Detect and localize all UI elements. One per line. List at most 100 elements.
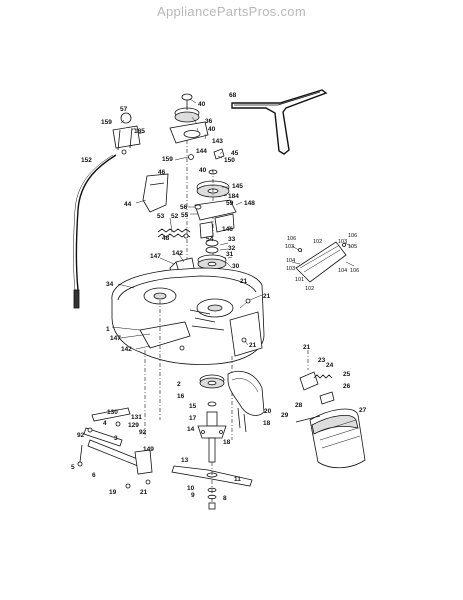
callout-103: 103 — [286, 266, 295, 272]
callout-104: 104 — [286, 258, 295, 264]
pulley-145-drawing — [196, 169, 230, 330]
belt-68-drawing — [231, 89, 328, 155]
callout-103: 103 — [338, 239, 347, 245]
callout-5: 5 — [71, 464, 75, 471]
spring-48-drawing — [157, 228, 191, 239]
callout-26: 26 — [343, 383, 351, 390]
callout-184: 184 — [228, 193, 239, 200]
callout-142: 142 — [172, 250, 183, 257]
callout-28: 28 — [295, 402, 303, 409]
callout-17: 17 — [189, 415, 197, 422]
callout-24: 24 — [326, 362, 334, 369]
callout-8: 8 — [223, 495, 227, 502]
callout-19: 19 — [109, 489, 117, 496]
mower-deck-drawing — [111, 267, 265, 440]
callout-130: 130 — [107, 409, 118, 416]
callout-104: 104 — [338, 268, 347, 274]
callout-105: 105 — [348, 244, 357, 250]
callout-9: 9 — [191, 492, 195, 499]
callout-10: 10 — [187, 485, 195, 492]
callout-2: 2 — [177, 381, 181, 388]
callout-29: 29 — [281, 412, 289, 419]
callout-16: 16 — [177, 393, 185, 400]
bracket-44-46-drawing — [142, 173, 169, 213]
callout-45: 45 — [231, 150, 239, 157]
callout-20: 20 — [264, 408, 272, 415]
callout-148: 148 — [244, 200, 255, 207]
callout-23: 23 — [318, 357, 326, 364]
callout-56: 56 — [180, 204, 188, 211]
callout-30: 30 — [232, 263, 240, 270]
callout-21: 21 — [263, 293, 271, 300]
discharge-chute-drawing — [295, 350, 366, 469]
callout-131: 131 — [131, 414, 142, 421]
callout-18: 18 — [223, 439, 231, 446]
callout-25: 25 — [343, 371, 351, 378]
callout-59: 59 — [226, 200, 234, 207]
callout-142: 142 — [121, 346, 132, 353]
callout-68: 68 — [229, 92, 237, 99]
callout-11: 11 — [234, 476, 241, 483]
callout-31: 31 — [226, 251, 234, 258]
callout-labels: 68 40 57 36 159 40 185 143 144 45 150 15… — [71, 92, 367, 502]
blade-drawing — [171, 462, 253, 510]
callout-40: 40 — [199, 167, 207, 174]
mulch-plate-drawing — [291, 241, 355, 283]
callout-40: 40 — [208, 126, 216, 133]
callout-102: 102 — [313, 239, 322, 245]
callout-4: 4 — [103, 420, 107, 427]
blade-spindle-drawing — [197, 374, 247, 463]
callout-55: 55 — [181, 212, 189, 219]
callout-18: 18 — [263, 420, 271, 427]
callout-159: 159 — [101, 119, 112, 126]
callout-144: 144 — [196, 148, 207, 155]
callout-48: 48 — [162, 235, 170, 242]
callout-106: 106 — [348, 233, 357, 239]
callout-14: 14 — [187, 426, 195, 433]
callout-36: 36 — [205, 118, 213, 125]
callout-149: 149 — [143, 446, 154, 453]
callout-185: 185 — [134, 128, 145, 135]
callout-129: 129 — [128, 422, 139, 429]
callout-40: 40 — [198, 101, 206, 108]
callout-147: 147 — [150, 253, 161, 260]
callout-102: 102 — [305, 286, 314, 292]
callout-101: 101 — [295, 277, 304, 283]
callout-27: 27 — [359, 407, 367, 414]
callout-54: 54 — [206, 236, 214, 243]
callout-147: 147 — [110, 335, 121, 342]
lift-lever-drawing — [112, 112, 141, 155]
callout-13: 13 — [181, 457, 189, 464]
callout-52: 52 — [171, 213, 179, 220]
watermark: AppliancePartsPros.com — [157, 4, 306, 19]
idler-assembly-drawing — [169, 93, 209, 260]
callout-32: 32 — [228, 245, 236, 252]
leader-lines — [111, 98, 263, 350]
callout-150: 150 — [224, 157, 235, 164]
callout-21: 21 — [249, 342, 257, 349]
callout-146: 146 — [222, 226, 233, 233]
callout-152: 152 — [81, 157, 92, 164]
callout-143: 143 — [212, 138, 223, 145]
callout-57: 57 — [120, 106, 128, 113]
callout-106: 106 — [287, 236, 296, 242]
callout-92: 92 — [139, 429, 147, 436]
callout-34: 34 — [106, 281, 114, 288]
front-hanger-drawing — [77, 407, 153, 489]
callout-44: 44 — [124, 201, 132, 208]
callout-3: 3 — [114, 435, 118, 442]
callout-21: 21 — [140, 489, 148, 496]
callout-46: 46 — [158, 169, 166, 176]
callout-15: 15 — [189, 403, 197, 410]
callout-103: 103 — [285, 244, 294, 250]
callout-106: 106 — [350, 268, 359, 274]
callout-53: 53 — [157, 213, 165, 220]
belt-guard-drawing — [227, 371, 265, 416]
callout-21: 21 — [240, 278, 248, 285]
callout-1: 1 — [106, 326, 110, 333]
callout-145: 145 — [232, 183, 243, 190]
callout-21: 21 — [303, 344, 311, 351]
bracket-45-150-drawing — [188, 148, 225, 160]
callout-92: 92 — [77, 432, 85, 439]
